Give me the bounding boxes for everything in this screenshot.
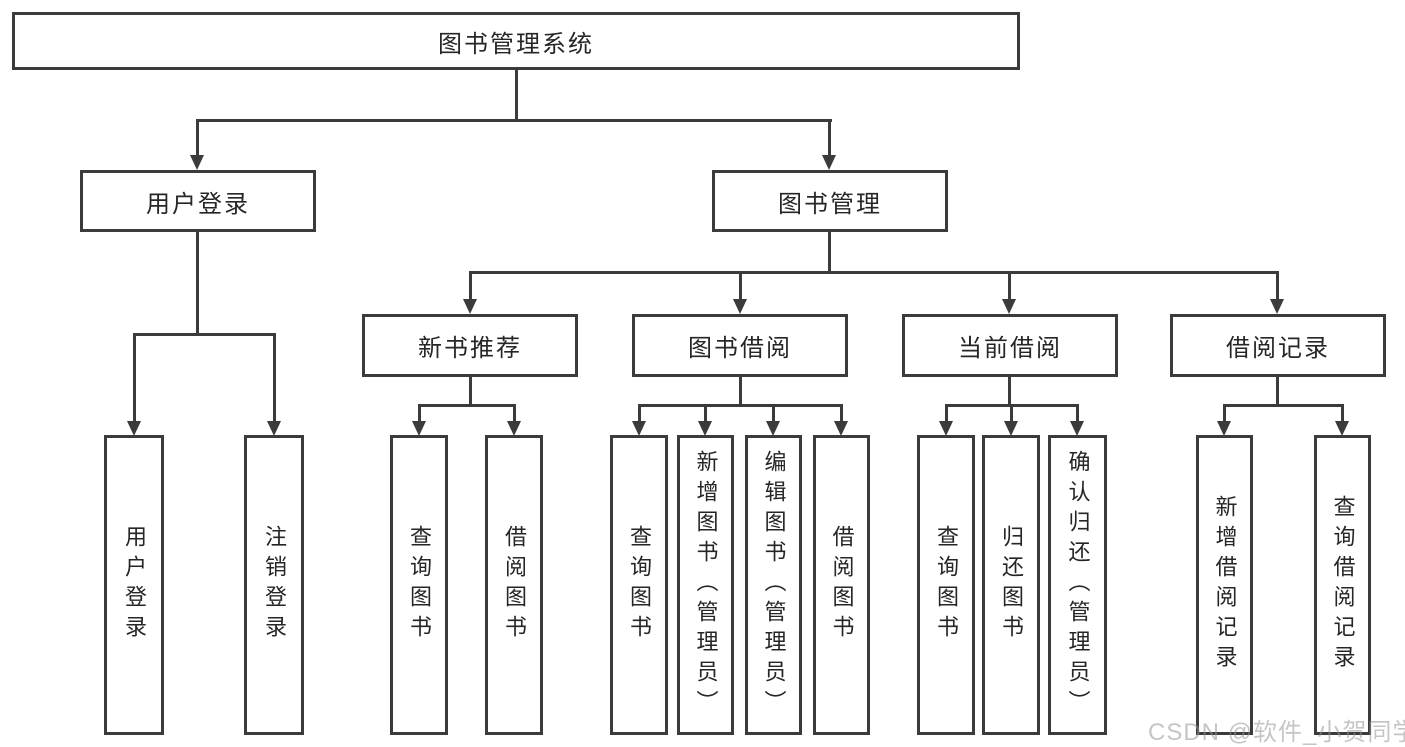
leaf-borrow-books: 借阅图书 (813, 435, 870, 735)
connector-line (1276, 377, 1279, 407)
arrow-down-icon (190, 155, 204, 170)
connector-line (828, 232, 831, 274)
node-book-management: 图书管理 (712, 170, 948, 232)
leaf-add-book-admin: 新增图书（管理员） (677, 435, 734, 735)
arrow-down-icon (939, 421, 953, 436)
connector-line (513, 404, 516, 423)
connector-line (739, 377, 742, 407)
connector-line (1010, 404, 1013, 423)
arrow-down-icon (733, 299, 747, 314)
node-root-system: 图书管理系统 (12, 12, 1020, 70)
connector-line (515, 70, 518, 120)
connector-line (704, 404, 707, 423)
arrow-down-icon (766, 421, 780, 436)
leaf-return-book: 归还图书 (982, 435, 1040, 735)
arrow-down-icon (1217, 421, 1231, 436)
connector-line (840, 404, 843, 423)
connector-line (1076, 404, 1079, 423)
arrow-down-icon (1004, 421, 1018, 436)
leaf-query-books-current: 查询图书 (917, 435, 975, 735)
connector-line (133, 333, 136, 423)
leaf-query-borrow-record: 查询借阅记录 (1314, 435, 1371, 735)
leaf-confirm-return-admin: 确认归还（管理员） (1048, 435, 1107, 735)
csdn-watermark: CSDN @软件_小贺同学 (1148, 719, 1405, 746)
arrow-down-icon (1270, 299, 1284, 314)
arrow-down-icon (507, 421, 521, 436)
connector-line (469, 271, 1279, 274)
connector-line (196, 119, 832, 122)
connector-line (1008, 377, 1011, 407)
connector-line (945, 404, 948, 423)
arrow-down-icon (1002, 299, 1016, 314)
arrow-down-icon (834, 421, 848, 436)
leaf-query-books-recommend: 查询图书 (390, 435, 448, 735)
connector-line (196, 119, 199, 157)
connector-line (739, 271, 742, 301)
leaf-add-borrow-record: 新增借阅记录 (1196, 435, 1253, 735)
leaf-user-login: 用户登录 (104, 435, 164, 735)
arrow-down-icon (412, 421, 426, 436)
connector-line (1008, 271, 1011, 301)
arrow-down-icon (267, 421, 281, 436)
node-book-borrow: 图书借阅 (632, 314, 848, 377)
arrow-down-icon (822, 155, 836, 170)
node-new-book-recommend: 新书推荐 (362, 314, 578, 377)
connector-line (638, 404, 641, 423)
connector-line (469, 271, 472, 301)
node-user-login: 用户登录 (80, 170, 316, 232)
connector-line (133, 333, 276, 336)
connector-line (1276, 271, 1279, 301)
arrow-down-icon (1070, 421, 1084, 436)
arrow-down-icon (1335, 421, 1349, 436)
arrow-down-icon (127, 421, 141, 436)
leaf-logout: 注销登录 (244, 435, 304, 735)
leaf-query-books-borrow: 查询图书 (610, 435, 668, 735)
connector-line (418, 404, 516, 407)
connector-line (196, 232, 199, 336)
connector-line (772, 404, 775, 423)
connector-line (828, 119, 831, 157)
connector-line (469, 377, 472, 407)
node-current-borrow: 当前借阅 (902, 314, 1118, 377)
connector-line (418, 404, 421, 423)
arrow-down-icon (698, 421, 712, 436)
arrow-down-icon (632, 421, 646, 436)
connector-line (1341, 404, 1344, 423)
leaf-edit-book-admin: 编辑图书（管理员） (745, 435, 802, 735)
connector-line (273, 333, 276, 423)
connector-line (638, 404, 842, 407)
connector-line (1223, 404, 1343, 407)
node-borrow-records: 借阅记录 (1170, 314, 1386, 377)
connector-line (1223, 404, 1226, 423)
arrow-down-icon (463, 299, 477, 314)
leaf-borrow-books-recommend: 借阅图书 (485, 435, 543, 735)
